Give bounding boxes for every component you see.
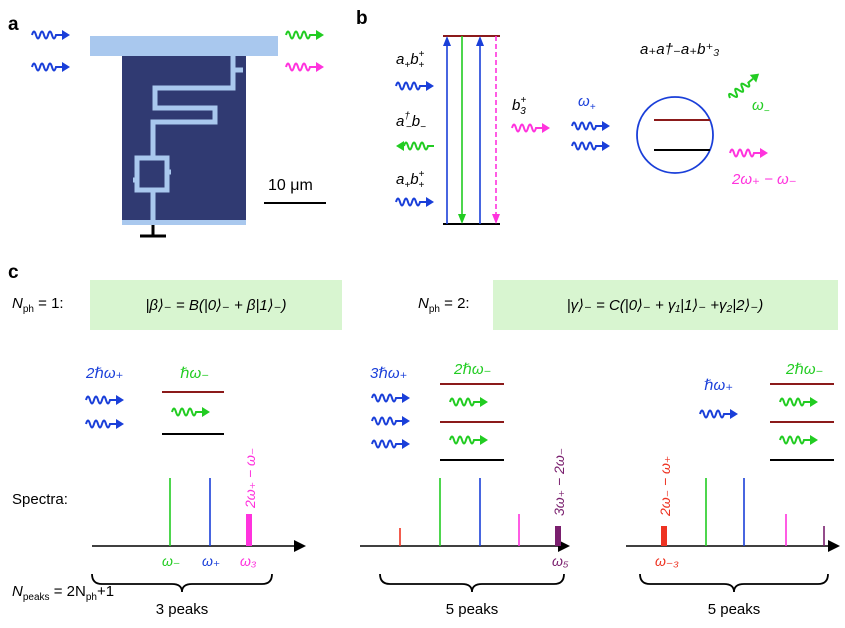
panel-c: c Nph = 1: |β⟩₋ = B(|0⟩₋ + β|1⟩₋) Nph = …	[8, 262, 840, 618]
ground-strip	[122, 220, 246, 225]
s3-count: 5 peaks	[708, 601, 761, 618]
omega-plus-label: ω+	[578, 93, 596, 113]
panel-a-letter: a	[8, 14, 19, 35]
panel-b-letter: b	[356, 8, 368, 29]
g3-wave-blue	[699, 409, 738, 419]
s2-peak-label: 3ω₊ − 2ω₋	[551, 448, 567, 516]
op-label-mid: a†−b−	[396, 111, 426, 133]
s1-tick-plus: ω₊	[202, 553, 220, 569]
s3-axis-arrow	[828, 540, 840, 552]
wave-green-b-right	[728, 73, 760, 99]
spectra-label: Spectra:	[12, 491, 68, 508]
s1-tick-minus: ω₋	[162, 553, 180, 569]
wave-blue-in-2	[31, 62, 70, 72]
formula-right: a₊a†₋a₊b⁺₃	[640, 41, 719, 58]
wave-blue-in-1	[31, 30, 70, 40]
s3-brace	[639, 573, 829, 593]
wave-green-out	[285, 30, 324, 40]
g3-wave-green-2	[779, 435, 818, 445]
g1-blue-label: 2ℏω₊	[85, 365, 123, 382]
state2-formula: |γ⟩₋ = C(|0⟩₋ + γ₁|1⟩₋ +γ₂|2⟩₋)	[567, 297, 764, 314]
g3-blue-label: ℏω₊	[704, 377, 733, 394]
state1-formula: |β⟩₋ = B(|0⟩₋ + β|1⟩₋)	[145, 297, 286, 314]
s2-tick: ω₅	[552, 553, 569, 569]
transition-blue-up-2	[476, 36, 484, 224]
op-label-top: a+b++	[396, 49, 425, 71]
s3-tick: ω₋₃	[655, 553, 679, 569]
s1-peak-label: 2ω₊ − ω₋	[242, 448, 258, 509]
wave-green-b-mid	[396, 141, 434, 151]
resonator-circuit	[133, 56, 243, 224]
g1-wave-blue-1	[85, 395, 124, 405]
npeaks-formula: Npeaks = 2Nph+1	[12, 583, 114, 603]
g2-green-label: 2ℏω₋	[453, 361, 491, 378]
atom-circle	[636, 96, 714, 174]
g1-green-label: ℏω₋	[180, 365, 209, 382]
ground-icon	[140, 225, 166, 238]
op-label-b3: b+3	[512, 95, 526, 117]
g2-wave-green-1	[449, 397, 488, 407]
s2-brace	[379, 573, 565, 593]
wave-blue-b-bot	[395, 197, 434, 207]
two-omega-label: 2ω₊ − ω₋	[731, 171, 797, 188]
g2-wave-blue-3	[371, 439, 410, 449]
panel-a: a	[8, 14, 326, 238]
spectrum-2: 3ω₊ − 2ω₋ ω₅ 5 peaks	[360, 448, 570, 618]
nph1-label: Nph = 1:	[12, 295, 64, 315]
transition-magenta-down	[492, 36, 500, 224]
s1-brace	[91, 573, 273, 593]
chip-substrate	[122, 56, 246, 224]
g1-wave-green	[171, 407, 210, 417]
wave-magenta-out	[285, 62, 324, 72]
wave-magenta-b-right	[729, 148, 768, 158]
s1-axis-arrow	[294, 540, 306, 552]
g2-wave-blue-1	[371, 393, 410, 403]
spectrum-1: 2ω₊ − ω₋ ω₋ ω₊ ω₃ 3 peaks	[91, 448, 306, 618]
state2-box	[493, 280, 838, 330]
s1-peak-three	[246, 514, 252, 546]
g2-wave-green-2	[449, 435, 488, 445]
nph2-label: Nph = 2:	[418, 295, 470, 315]
wave-blue-b-right-2	[571, 141, 610, 151]
state1-box	[90, 280, 342, 330]
s3-peak-label: 2ω₋ − ω₊	[657, 456, 673, 517]
wave-magenta-b3	[511, 123, 550, 133]
s2-peak-e	[555, 526, 561, 546]
wave-blue-b-top	[395, 81, 434, 91]
g1-wave-blue-2	[85, 419, 124, 429]
g3-wave-green-1	[779, 397, 818, 407]
transition-blue-up-1	[443, 36, 451, 224]
s2-count: 5 peaks	[446, 601, 499, 618]
s1-count: 3 peaks	[156, 601, 209, 618]
g3-green-label: 2ℏω₋	[785, 361, 823, 378]
scale-bar-label: 10 μm	[268, 177, 313, 194]
s1-tick-three: ω₃	[240, 553, 257, 569]
waveguide	[90, 36, 278, 56]
panel-b: b a+b++ a†−b−	[356, 8, 797, 225]
s3-peak-a	[661, 526, 667, 546]
panel-c-letter: c	[8, 262, 19, 283]
omega-minus-label: ω−	[752, 97, 770, 117]
transition-green-down	[458, 36, 466, 224]
spectrum-3: 2ω₋ − ω₊ ω₋₃ 5 peaks	[626, 456, 840, 618]
g2-wave-blue-2	[371, 416, 410, 426]
g2-blue-label: 3ℏω₊	[370, 365, 407, 382]
op-label-bot: a+b++	[396, 169, 425, 191]
wave-blue-b-right-1	[571, 121, 610, 131]
